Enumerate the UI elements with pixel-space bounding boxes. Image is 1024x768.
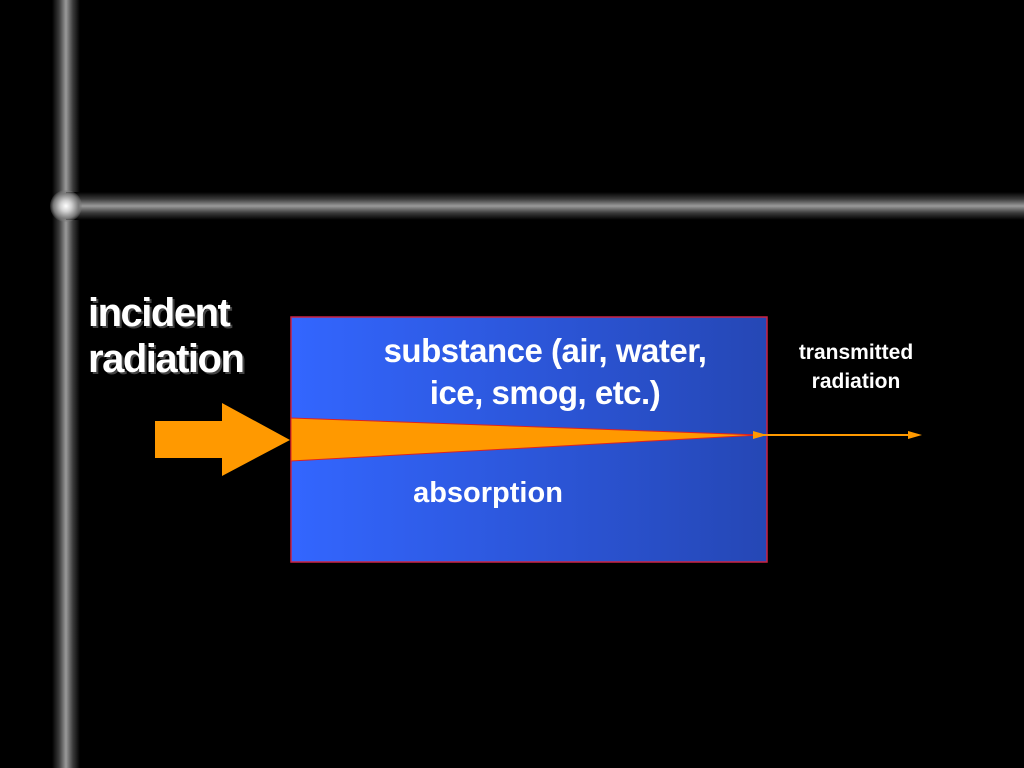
transmitted-label-line1: transmitted <box>798 341 914 364</box>
thin-arrow-right-icon <box>908 431 922 439</box>
beam-exit-arrow-icon <box>753 431 767 439</box>
substance-label-line1: substance (air, water, <box>383 332 707 369</box>
decorative-vertical-rail <box>52 0 80 768</box>
transmitted-radiation-label: transmitted radiation <box>786 338 926 396</box>
substance-label: substance (air, water, ice, smog, etc.) <box>340 330 750 414</box>
absorption-label: absorption <box>413 477 563 509</box>
incident-arrow-icon <box>155 403 290 476</box>
decorative-horizontal-rail <box>66 192 1024 220</box>
absorption-beam <box>290 417 761 462</box>
incident-label-line1: incident <box>88 291 231 335</box>
decorative-rail-joint <box>50 190 82 222</box>
transmitted-label-line2: radiation <box>811 370 901 393</box>
incident-radiation-label: incident radiation <box>88 290 288 382</box>
incident-label-line2: radiation <box>88 337 245 381</box>
substance-label-line2: ice, smog, etc.) <box>429 374 661 411</box>
